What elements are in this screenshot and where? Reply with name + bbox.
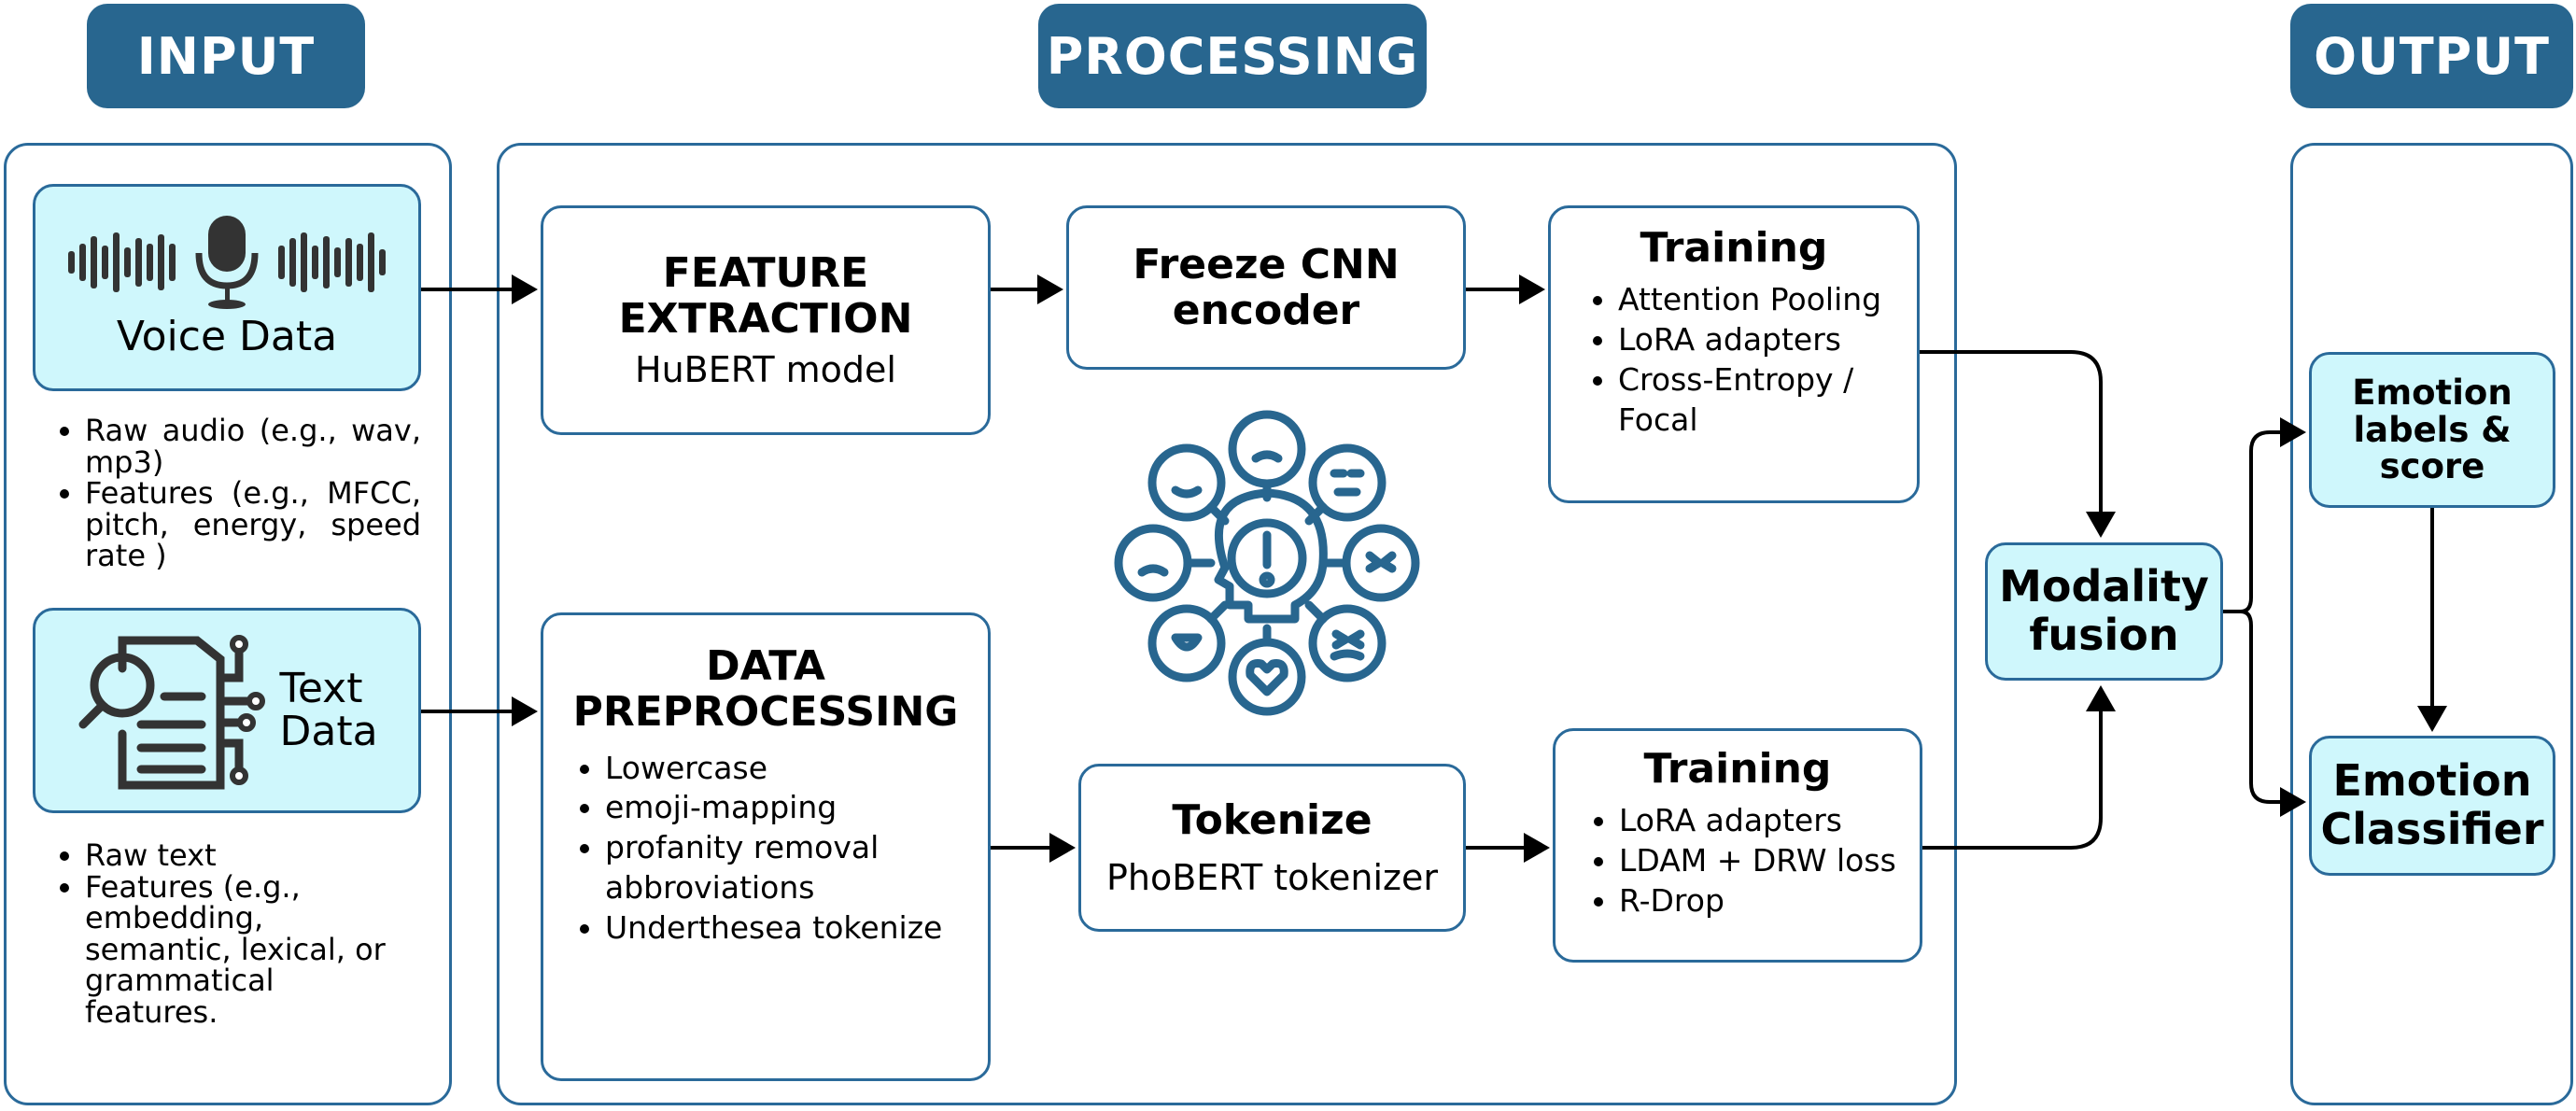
training-audio-box: Training Attention Pooling LoRA adapters… [1548, 205, 1920, 503]
tokenize-box: Tokenize PhoBERT tokenizer [1078, 764, 1466, 932]
training-text-box: Training LoRA adapters LDAM + DRW loss R… [1553, 728, 1922, 963]
arrow-training-text-to-fusion [1922, 685, 2116, 850]
document-search-icon [78, 635, 266, 790]
microphone-waveform-icon [68, 215, 386, 309]
voice-data-description: Raw audio (e.g., wav, mp3) Features (e.g… [33, 415, 421, 572]
text-data-box: Text Data [33, 608, 421, 813]
preprocessing-bullet: Lowercase [605, 749, 969, 789]
voice-bullet: Features (e.g., MFCC, pitch, energy, spe… [85, 477, 421, 572]
text-data-description: Raw text Features (e.g., embedding, sema… [33, 839, 406, 1029]
feature-extraction-subtitle: HuBERT model [635, 349, 896, 391]
arrow-fusion-to-classifier [2223, 610, 2306, 817]
arrow-fusion-to-labels [2223, 417, 2306, 613]
voice-data-box: Voice Data [33, 184, 421, 391]
training-text-title: Training [1643, 745, 1832, 793]
training-audio-bullet: LoRA adapters [1618, 320, 1907, 360]
training-audio-bullet: Attention Pooling [1618, 280, 1907, 320]
preprocessing-bullet: emoji-mapping [605, 788, 969, 828]
training-text-bullet: LoRA adapters [1619, 801, 1896, 841]
training-text-bullet: LDAM + DRW loss [1619, 841, 1896, 881]
input-header: INPUT [87, 4, 365, 108]
preprocessing-bullet: profanity removal abbroviations [605, 828, 969, 908]
tokenize-title: Tokenize [1172, 796, 1372, 845]
tokenize-subtitle: PhoBERT tokenizer [1105, 856, 1439, 898]
training-audio-title: Training [1640, 224, 1828, 272]
training-audio-bullet: Cross-Entropy / Focal [1618, 360, 1907, 441]
voice-data-label: Voice Data [116, 312, 338, 360]
head-emotions-icon [1114, 410, 1420, 716]
training-text-bullet: R-Drop [1619, 881, 1896, 921]
text-bullet: Raw text [85, 839, 406, 872]
text-data-label-line1: Text [279, 664, 363, 712]
preprocessing-bullet: Underthesea tokenize [605, 908, 969, 949]
arrow-training-audio-to-fusion [1920, 350, 2116, 538]
text-data-label-line2: Data [279, 708, 378, 755]
text-data-label: Text Data [279, 664, 378, 755]
voice-bullet: Raw audio (e.g., wav, mp3) [85, 415, 421, 478]
processing-header: PROCESSING [1038, 4, 1427, 108]
text-bullet: Features (e.g., embedding, semantic, lex… [85, 871, 406, 1029]
output-header: OUTPUT [2290, 4, 2573, 108]
